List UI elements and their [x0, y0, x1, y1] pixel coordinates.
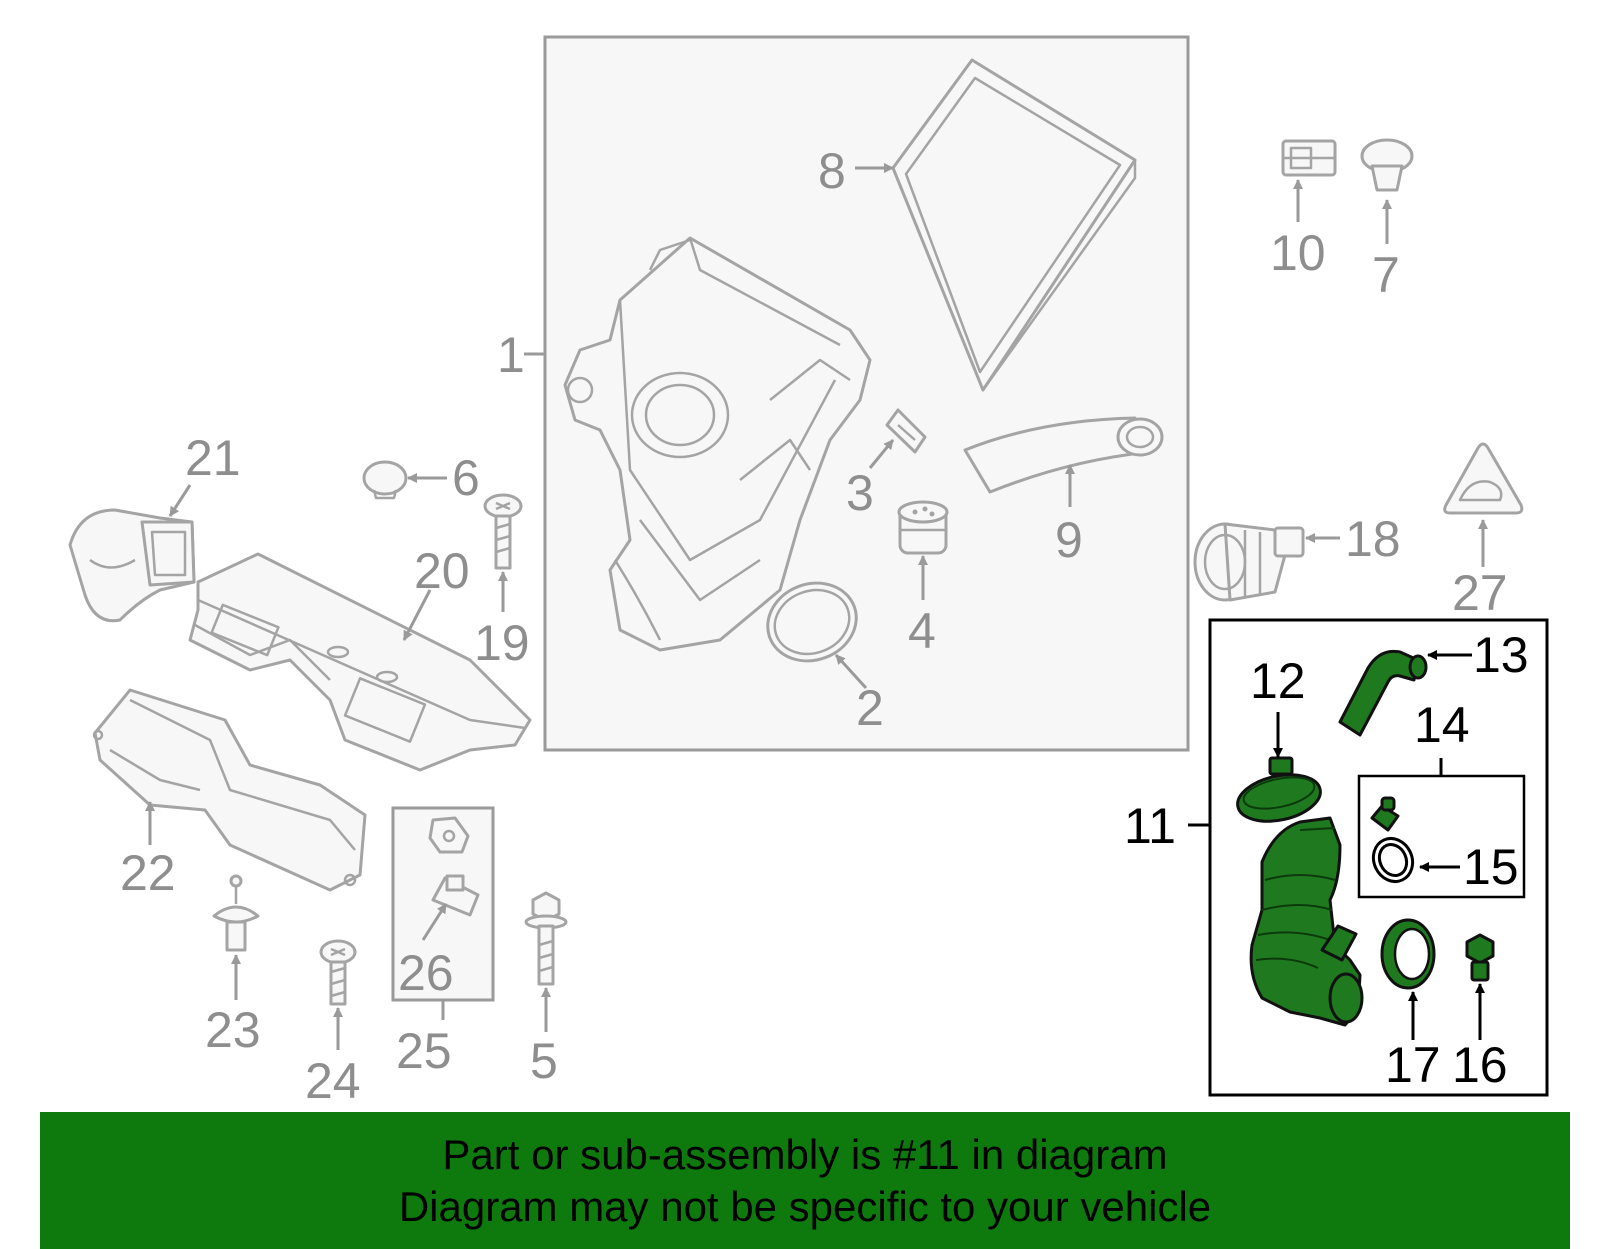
callout-21: 21: [185, 430, 241, 486]
part-4-grommet[interactable]: [897, 500, 949, 555]
callout-8: 8: [818, 143, 846, 199]
part-19-bolt[interactable]: [483, 493, 523, 570]
callout-20: 20: [414, 543, 470, 599]
part-13-breather-hose[interactable]: [1338, 649, 1428, 737]
part-21-inlet-elbow[interactable]: [68, 508, 196, 623]
leader-lines: [145, 163, 1488, 1050]
callout-16: 16: [1452, 1037, 1508, 1093]
callout-5: 5: [530, 1033, 558, 1089]
part-11-intake-hose[interactable]: [1249, 816, 1364, 1027]
part-2-seal[interactable]: [757, 571, 868, 673]
callout-19: 19: [474, 615, 530, 671]
callout-11: 11: [1124, 798, 1176, 854]
callout-17: 17: [1385, 1037, 1441, 1093]
banner-line-1: Part or sub-assembly is #11 in diagram: [442, 1130, 1168, 1178]
part-15-o-ring[interactable]: [1366, 796, 1419, 888]
callout-24: 24: [305, 1053, 361, 1109]
callout-26: 26: [398, 945, 454, 1001]
part-7-push-pin[interactable]: [1360, 138, 1414, 192]
part-24-screw[interactable]: [319, 939, 357, 1006]
callout-15: 15: [1463, 839, 1519, 895]
callout-22: 22: [120, 845, 176, 901]
info-banner: Part or sub-assembly is #11 in diagram D…: [40, 1112, 1570, 1249]
callout-18: 18: [1345, 511, 1401, 567]
highlight-callout-labels: 11 12 13 14 15 16 17: [1124, 627, 1529, 1093]
highlight-leader-lines: [1188, 650, 1485, 1040]
part-17-seal-ring[interactable]: [1380, 918, 1436, 990]
part-23-push-rivet[interactable]: [212, 874, 260, 952]
part-20-air-duct[interactable]: [188, 552, 532, 772]
part-26-nut-clip[interactable]: [428, 816, 480, 917]
callout-12: 12: [1250, 653, 1306, 709]
callout-7: 7: [1372, 247, 1400, 303]
callout-27: 27: [1452, 565, 1508, 621]
callout-23: 23: [205, 1002, 261, 1058]
part-8-air-filter[interactable]: [891, 58, 1137, 392]
part-16-bolt[interactable]: [1465, 933, 1495, 982]
part-9-intake-duct[interactable]: [963, 416, 1164, 494]
part-6-plug[interactable]: [362, 460, 408, 500]
callout-10: 10: [1270, 225, 1326, 281]
banner-line-2: Diagram may not be specific to your vehi…: [398, 1182, 1212, 1230]
callout-25: 25: [396, 1023, 452, 1079]
part-18-airflow-sensor[interactable]: [1193, 522, 1305, 602]
callout-13: 13: [1473, 627, 1529, 683]
callout-3: 3: [846, 465, 874, 521]
callout-labels: 1 2 3 4 5 6 7 8 9 10 18 19 20 21 22 23 2…: [120, 143, 1508, 1109]
callout-14: 14: [1414, 697, 1470, 753]
part-27-warning-label[interactable]: [1443, 442, 1524, 515]
part-5-flange-bolt[interactable]: [524, 891, 568, 986]
part-1-air-cleaner-housing[interactable]: [563, 236, 872, 652]
callout-6: 6: [452, 450, 480, 506]
callout-9: 9: [1055, 512, 1083, 568]
callout-2: 2: [856, 680, 884, 736]
part-3-clip[interactable]: [885, 408, 927, 454]
callout-1: 1: [497, 327, 525, 383]
part-12-hose-clamp[interactable]: [1233, 756, 1324, 828]
callout-4: 4: [908, 603, 936, 659]
part-10-clip[interactable]: [1281, 139, 1337, 177]
